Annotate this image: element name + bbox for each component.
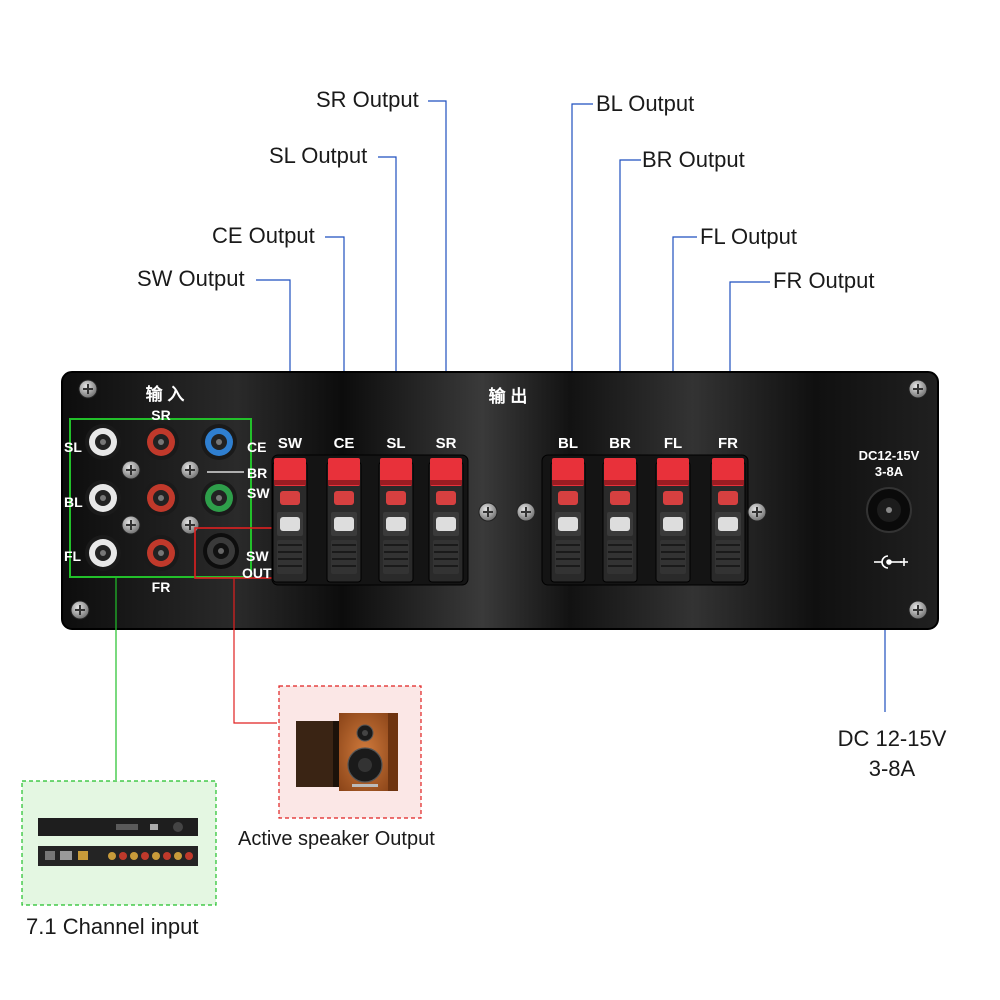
ce-output-label: CE Output (212, 223, 315, 248)
bl-output-label: BL Output (596, 91, 695, 116)
terminal-block-right (541, 454, 749, 586)
rca-label-sw-out-top: SW (246, 548, 269, 564)
terminal-label-bl: BL (558, 435, 578, 452)
jack-fl (85, 535, 121, 571)
channel-input-caption: 7.1 Channel input (26, 914, 199, 939)
terminal-label-fr: FR (718, 435, 738, 452)
terminal-label-fl: FL (664, 435, 682, 452)
amplifier-panel (62, 372, 938, 629)
rca-label-sr: SR (151, 407, 170, 423)
jack-br (143, 480, 179, 516)
rca-label-ce: CE (247, 439, 266, 455)
terminal-fl (655, 458, 691, 583)
input-section-box (69, 418, 252, 578)
jack-sw (201, 480, 237, 516)
jack-sr (143, 424, 179, 460)
sr-output-label: SR Output (316, 87, 419, 112)
terminal-label-sw: SW (278, 435, 303, 452)
terminal-label-sl: SL (386, 435, 405, 452)
terminal-bl (550, 458, 586, 583)
jack-bl (85, 480, 121, 516)
input-heading: 输 入 (146, 384, 185, 404)
rca-label-sl: SL (64, 439, 82, 455)
terminal-sl (378, 458, 414, 583)
rca-label-sw: SW (247, 485, 270, 501)
rca-label-sw-out-bottom: OUT (242, 565, 272, 581)
jack-ce (201, 424, 237, 460)
speaker-icon (296, 713, 398, 791)
jack-sw-out (203, 533, 239, 569)
terminal-label-br: BR (609, 435, 631, 452)
rca-label-fr: FR (152, 579, 171, 595)
terminal-fr (710, 458, 746, 583)
sw-output-label: SW Output (137, 266, 245, 291)
output-heading: 输 出 (489, 386, 528, 406)
active-speaker-caption: Active speaker Output (238, 828, 435, 850)
terminal-sr (428, 458, 464, 583)
rca-jacks (85, 424, 239, 571)
rca-label-fl: FL (64, 548, 82, 564)
speaker-terminals (272, 458, 746, 583)
power-label-line1: DC12-15V (859, 448, 920, 463)
dc-power-caption-line1: DC 12-15V (837, 726, 947, 751)
rca-label-bl: BL (64, 494, 83, 510)
terminal-label-ce: CE (334, 435, 355, 452)
terminal-block-left (271, 454, 469, 586)
channel-input-box (21, 780, 217, 906)
rca-label-br: BR (247, 465, 267, 481)
power-label-line2: 3-8A (875, 464, 904, 479)
jack-fr (143, 535, 179, 571)
terminal-br (602, 458, 638, 583)
fr-output-label: FR Output (773, 268, 875, 293)
terminal-sw (272, 458, 308, 583)
terminal-ce (326, 458, 362, 583)
terminal-label-sr: SR (436, 435, 457, 452)
dc-power-jack (866, 487, 912, 533)
polarity-icon (874, 555, 908, 569)
fl-output-label: FL Output (700, 224, 798, 249)
dc-power-caption: DC 12-15V 3-8A (820, 724, 964, 784)
jack-sl (85, 424, 121, 460)
br-output-label: BR Output (642, 147, 745, 172)
dc-power-caption-line2: 3-8A (868, 756, 916, 781)
decoder-device-icon (38, 818, 198, 866)
sl-output-label: SL Output (269, 143, 368, 168)
